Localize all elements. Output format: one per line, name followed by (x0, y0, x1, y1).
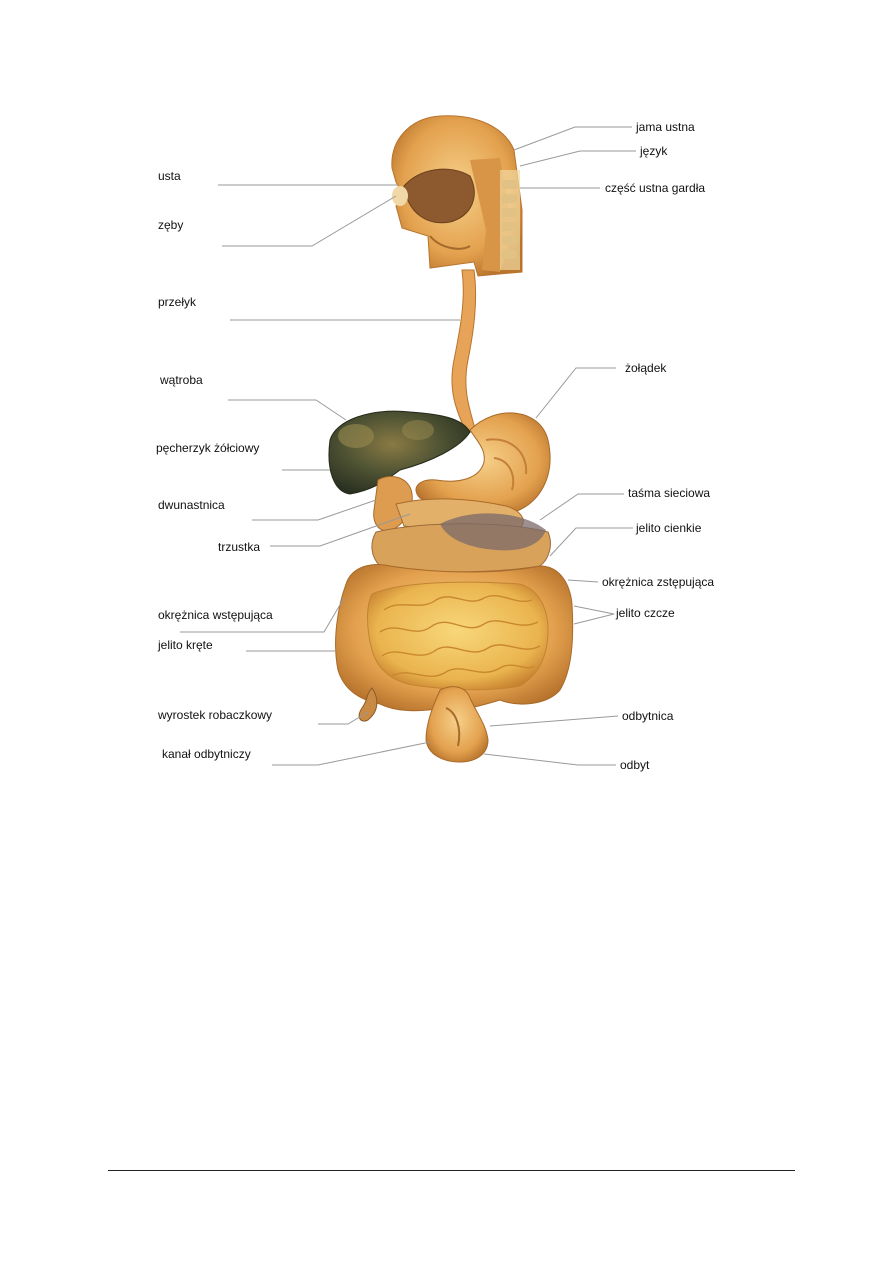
label-czesc-ustna-gardla: część ustna gardła (605, 181, 705, 195)
small-intestine-shape (367, 581, 549, 691)
label-jelito-cienkie: jelito cienkie (635, 521, 702, 535)
label-kanal-odbytniczy: kanał odbytniczy (162, 747, 251, 761)
label-usta: usta (158, 169, 181, 183)
label-tasma-sieciowa: taśma sieciowa (628, 486, 710, 500)
label-trzustka: trzustka (218, 540, 260, 554)
label-okreznica-wstepujaca: okrężnica wstępująca (158, 608, 273, 622)
label-odbyt: odbyt (620, 758, 650, 772)
head-section (391, 115, 523, 277)
label-zoladek: żołądek (625, 361, 667, 375)
appendix-shape (358, 687, 378, 722)
label-wyrostek: wyrostek robaczkowy (157, 708, 272, 722)
label-jama-ustna: jama ustna (635, 120, 695, 134)
label-pecherzyk: pęcherzyk żółciowy (156, 441, 259, 455)
label-przelyk: przełyk (158, 295, 197, 309)
footer-rule (108, 1170, 795, 1171)
anatomy-illustration (328, 115, 574, 763)
labels: jama ustna język część ustna gardła usta… (156, 120, 714, 772)
leader-lines (180, 126, 636, 766)
label-jelito-czcze: jelito czcze (615, 606, 675, 620)
label-odbytnica: odbytnica (622, 709, 674, 723)
label-okreznica-zstepujaca: okrężnica zstępująca (602, 575, 714, 589)
esophagus-shape (451, 269, 477, 433)
label-jelito-krete: jelito kręte (157, 638, 213, 652)
label-watroba: wątroba (159, 373, 203, 387)
label-zeby: zęby (158, 218, 183, 232)
label-jezyk: język (639, 144, 668, 158)
label-dwunastnica: dwunastnica (158, 498, 225, 512)
